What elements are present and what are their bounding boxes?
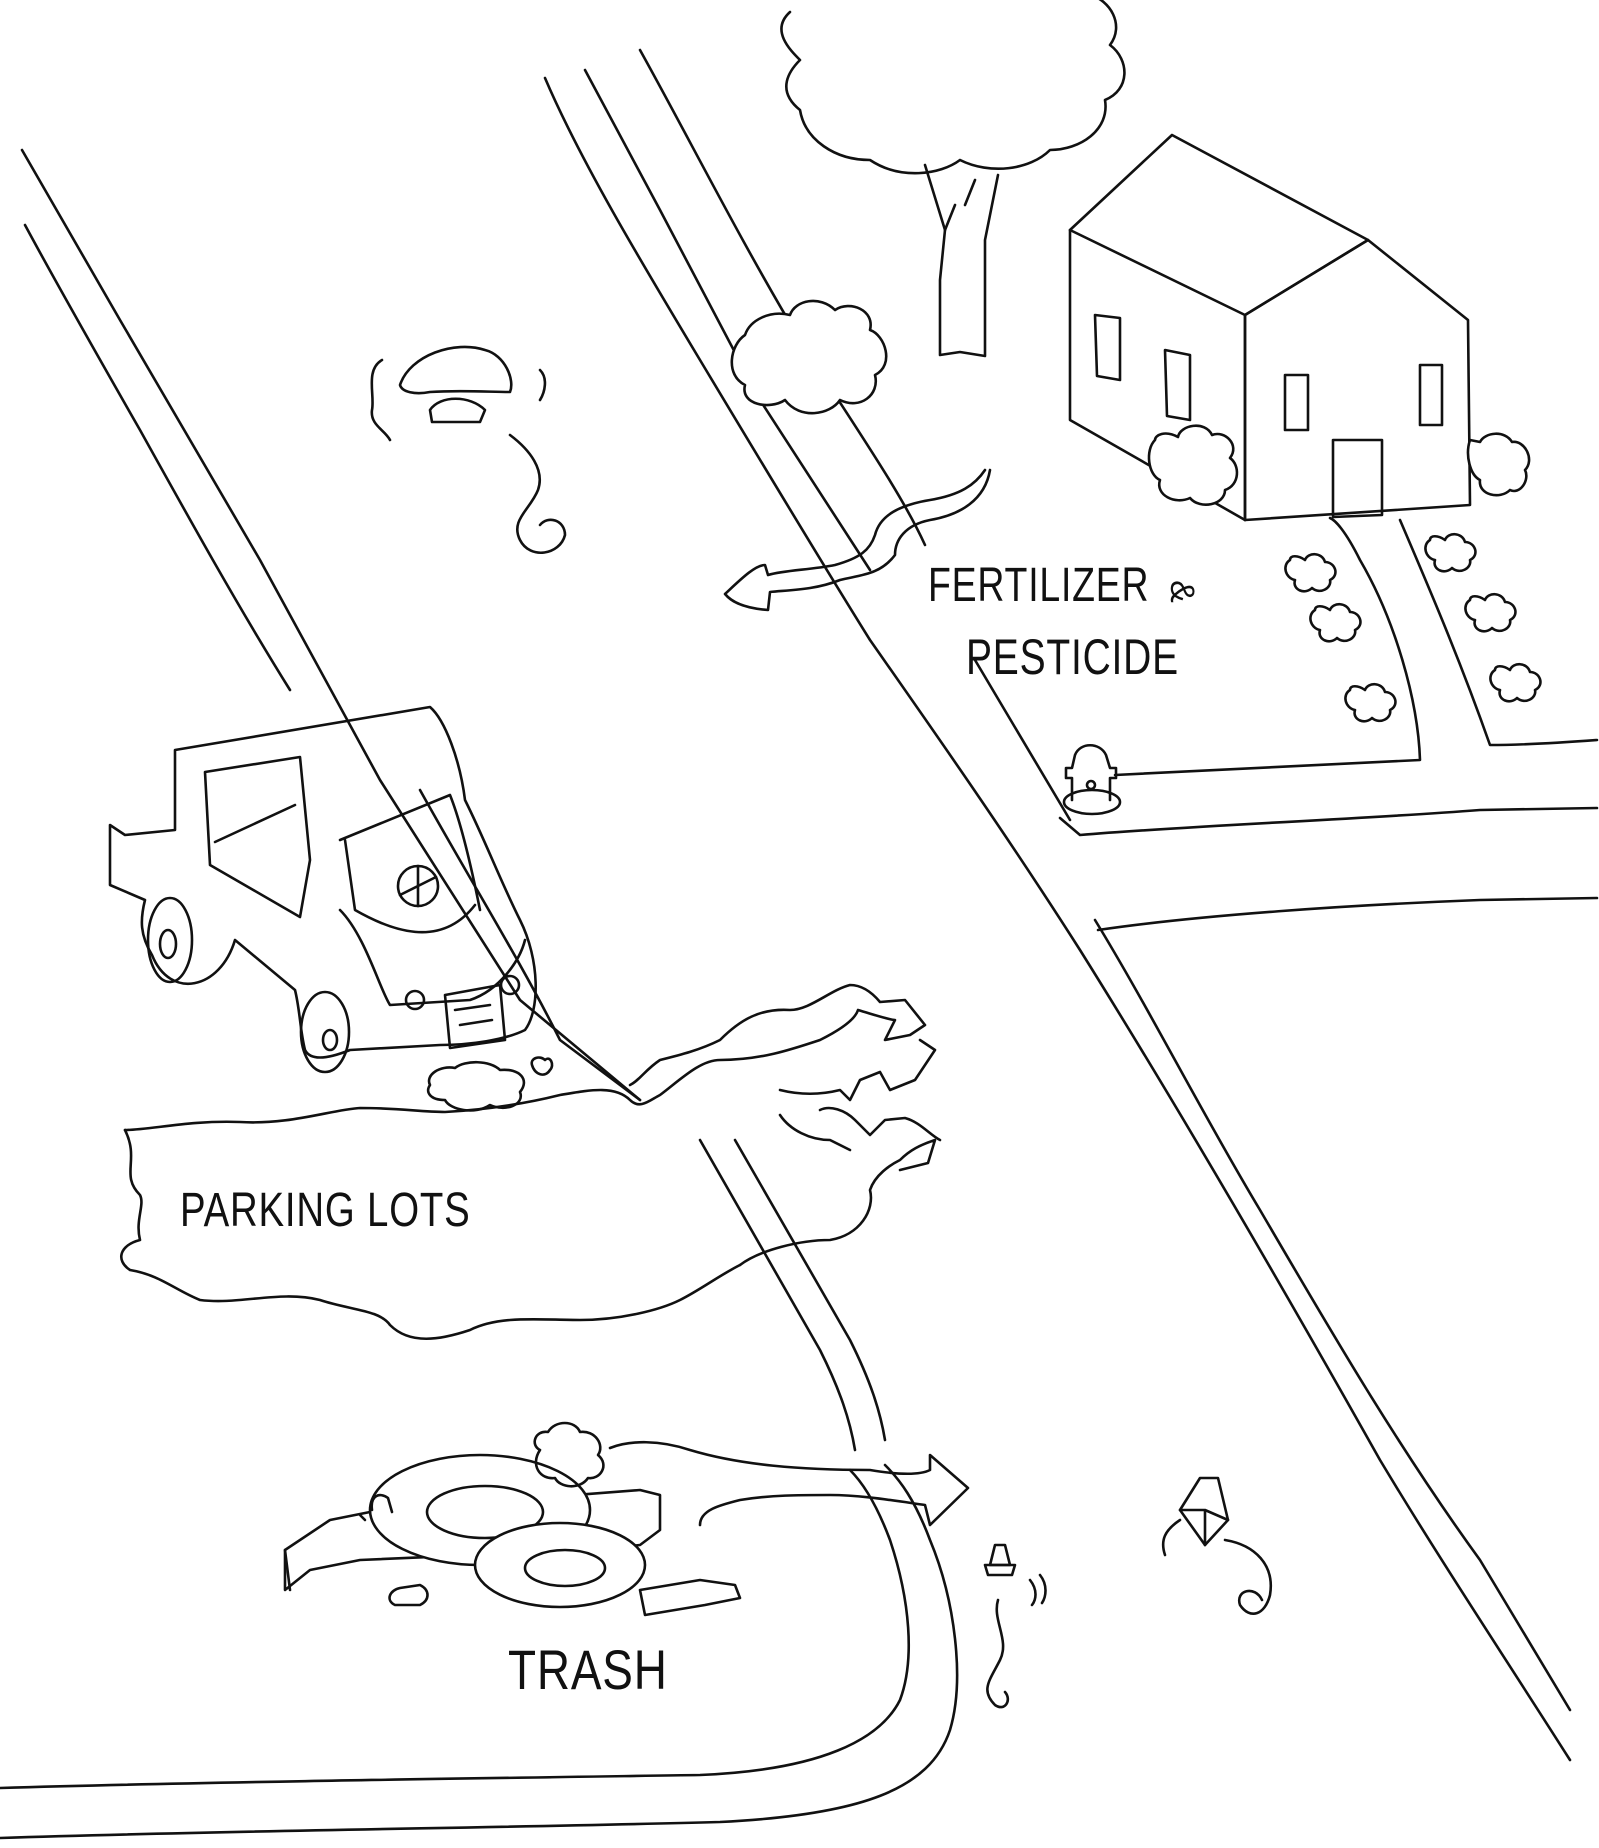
car-icon: [110, 707, 536, 1072]
label-ampersand: &: [1165, 580, 1199, 604]
label-pesticide: PESTICIDE: [966, 632, 1179, 682]
tire-icon: [370, 1455, 645, 1607]
left-curb: [22, 150, 640, 1100]
label-trash: TRASH: [508, 1642, 668, 1698]
house-icon: [1070, 135, 1529, 520]
cross-street: [1060, 808, 1597, 930]
shrub-icon: [732, 301, 886, 413]
litter-icon: [985, 1478, 1271, 1707]
trash-runoff-arrow: [610, 1442, 968, 1525]
parking-lot-runoff: [121, 985, 940, 1339]
litter-icon: [372, 347, 565, 553]
road-strip: [545, 50, 1570, 1760]
oil-spots: [428, 1058, 552, 1111]
label-fertilizer: FERTILIZER: [928, 562, 1149, 610]
fire-hydrant-icon: [1064, 745, 1120, 814]
label-parking-lots: PARKING LOTS: [180, 1187, 471, 1235]
tree-icon: [781, 0, 1124, 356]
flower-bushes: [1285, 534, 1540, 721]
